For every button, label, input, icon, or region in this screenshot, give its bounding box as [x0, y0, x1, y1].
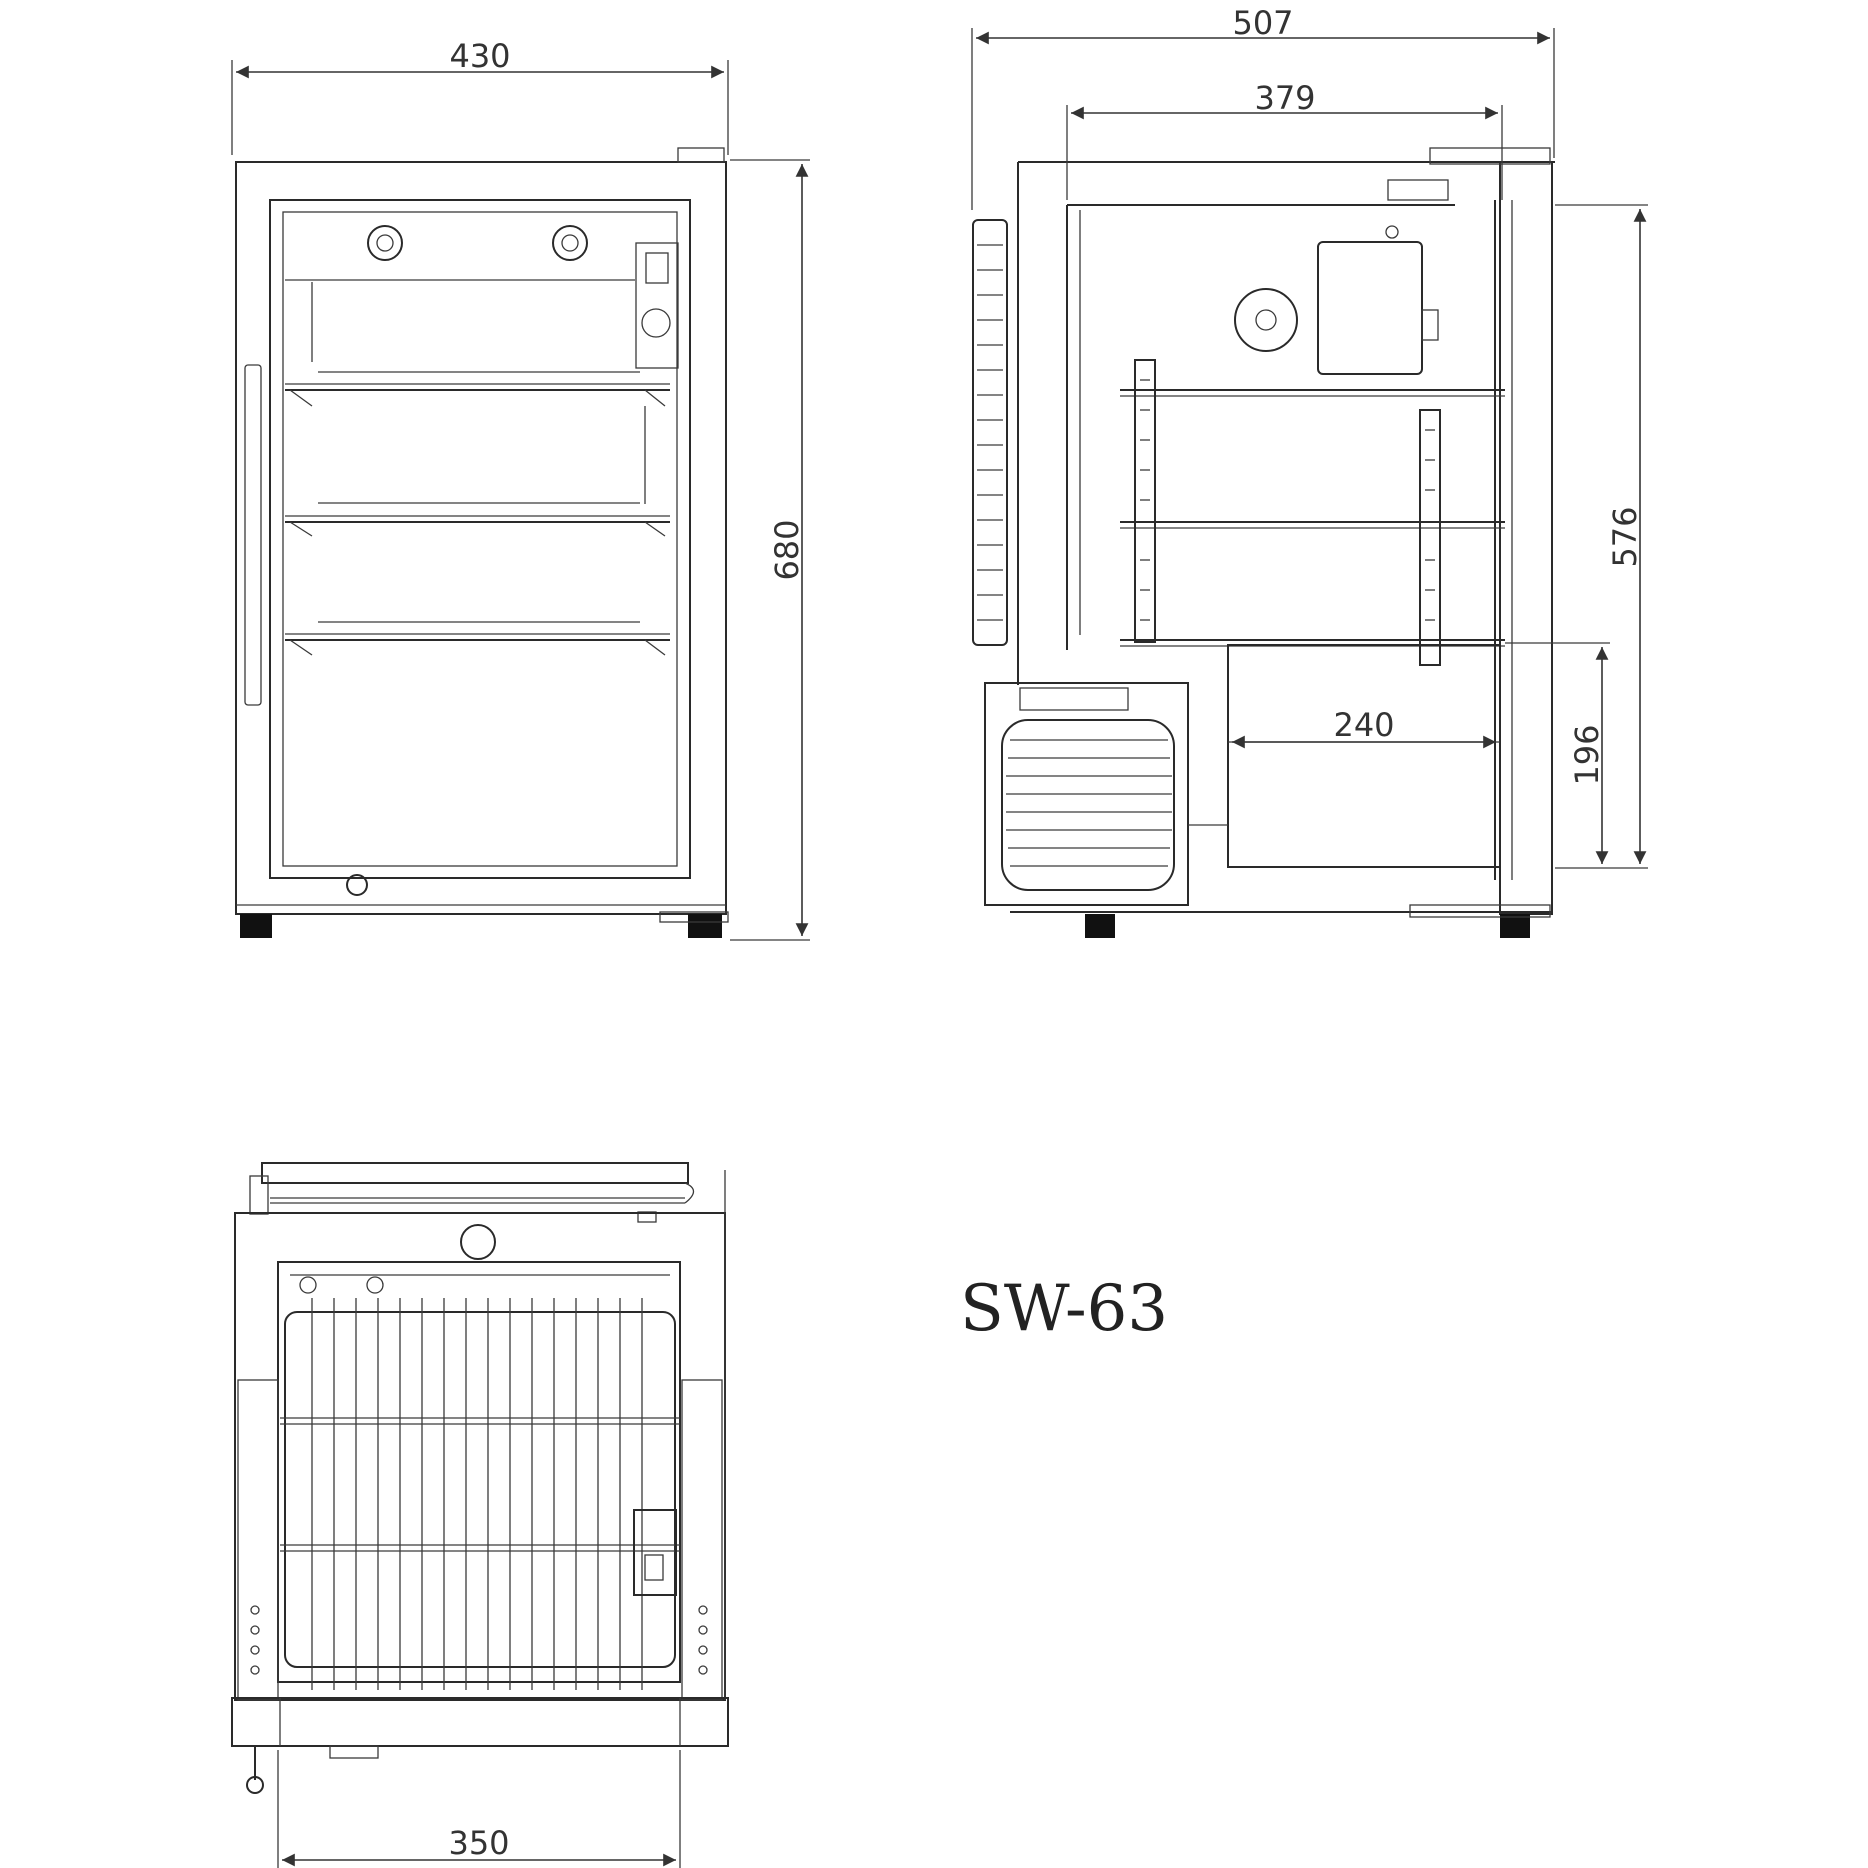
back-bracket-right: [681, 1379, 723, 1701]
side-gasket: [972, 219, 1008, 646]
front-thermostat-box: [635, 242, 679, 369]
dim-side-lower-depth: 240: [1333, 706, 1394, 744]
side-thermostat-box: [1317, 241, 1423, 375]
front-cabinet-outline: [235, 161, 727, 915]
side-rack-front: [1419, 409, 1441, 666]
side-shelves: [1120, 389, 1505, 647]
side-rack-rear: [1134, 359, 1156, 643]
front-door-frame: [269, 199, 691, 879]
back-view: 350: [231, 1162, 729, 1868]
side-condenser-fins: [1006, 739, 1172, 867]
back-control-box: [633, 1509, 677, 1596]
dim-back-width: 350: [448, 1824, 509, 1862]
front-lock-icon: [346, 874, 368, 896]
side-condenser-icon: [1001, 719, 1175, 891]
back-top-coil: [261, 1162, 689, 1184]
back-bracket-left: [237, 1379, 279, 1701]
dim-side-depth: 507: [1232, 4, 1293, 42]
side-view: 507 379 576 196 240: [971, 4, 1648, 938]
front-view: 430 680: [231, 37, 810, 941]
back-cabinet-outline: [234, 1212, 726, 1701]
side-foot-front: [1500, 914, 1530, 938]
back-condenser-grill: [284, 1311, 676, 1668]
front-knob-right-icon: [552, 225, 588, 261]
dim-front-width: 430: [449, 37, 510, 75]
front-knob-left-icon: [367, 225, 403, 261]
front-handle: [244, 364, 262, 706]
dim-side-lower-height: 196: [1568, 724, 1606, 785]
front-door-glass: [282, 211, 678, 867]
side-compressor-housing: [984, 682, 1189, 906]
side-fan-icon: [1234, 288, 1298, 352]
front-foot-left: [240, 914, 272, 938]
front-foot-right: [688, 914, 722, 938]
side-foot-rear: [1085, 914, 1115, 938]
dim-side-inner-depth: 379: [1254, 79, 1315, 117]
back-base: [231, 1697, 729, 1747]
front-shelves: [285, 371, 670, 656]
side-gasket-ribs: [977, 244, 1003, 621]
model-label: SW-63: [960, 1272, 1168, 1346]
dim-side-inner-height: 576: [1606, 506, 1644, 567]
side-door: [1499, 161, 1553, 915]
dim-front-height: 680: [768, 519, 806, 580]
back-grill-bars: [280, 1298, 680, 1690]
back-cord-plug-icon: [246, 1776, 264, 1794]
front-hinge-top: [677, 147, 725, 163]
side-lower-compartment: [1227, 644, 1501, 868]
back-port-icon: [460, 1224, 496, 1260]
